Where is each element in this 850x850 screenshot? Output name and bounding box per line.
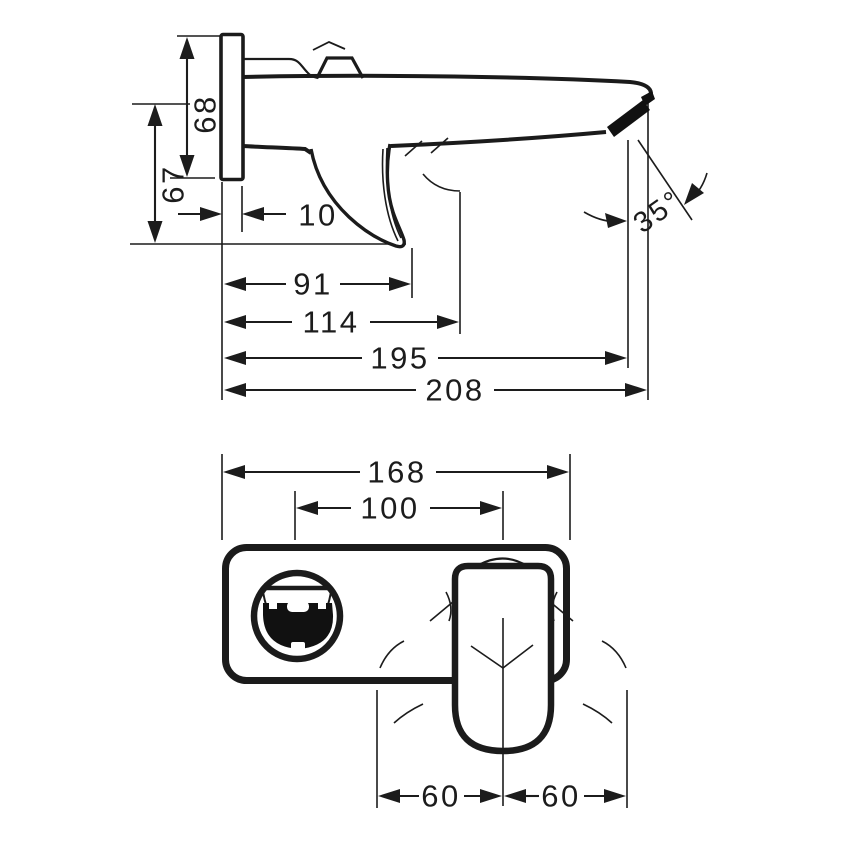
side-extension-lines xyxy=(130,35,649,400)
arrowhead xyxy=(389,277,411,291)
dimension-60-left: 60 xyxy=(378,779,502,814)
arrowhead xyxy=(625,383,647,397)
handle-direction-caret xyxy=(312,41,346,51)
leader-arc xyxy=(422,173,461,192)
arrowhead xyxy=(179,37,195,59)
arrowhead xyxy=(242,207,264,221)
swing-arc xyxy=(379,640,405,669)
handle-highlight-line xyxy=(381,148,399,242)
handle-highlight-line xyxy=(385,147,402,239)
spray-v-mark xyxy=(470,644,534,669)
dim-91-label: 91 xyxy=(293,267,332,302)
arrowhead xyxy=(684,183,704,205)
spout-outlet-dark xyxy=(263,603,334,649)
arrowhead xyxy=(223,465,245,479)
arrowhead xyxy=(605,351,627,365)
dim-100-label: 100 xyxy=(360,491,419,526)
front-view: 168 100 xyxy=(221,454,628,814)
dim-168-label: 168 xyxy=(367,455,426,490)
outlet-corner-notch xyxy=(269,602,277,609)
arrowhead xyxy=(437,315,459,329)
swing-corner-arc xyxy=(445,591,452,622)
dim-60-right-label: 60 xyxy=(541,779,580,814)
arrowhead xyxy=(604,789,626,803)
front-extension-lines xyxy=(221,454,628,808)
dimension-91: 91 xyxy=(224,267,411,302)
angle-reference-line xyxy=(637,139,693,221)
dimension-100: 100 xyxy=(296,491,502,526)
dim-114-label: 114 xyxy=(303,305,360,340)
arrowhead xyxy=(480,501,502,515)
arrowhead xyxy=(224,351,246,365)
arrowhead xyxy=(224,277,246,291)
spout-bottom-edge-left xyxy=(242,144,313,155)
dimension-67: 67 xyxy=(147,104,191,243)
dim-67-label: 67 xyxy=(156,164,191,203)
arrowhead xyxy=(147,221,163,243)
dimension-60-right: 60 xyxy=(504,779,626,814)
arrowhead xyxy=(504,789,526,803)
outlet-bottom-notch xyxy=(291,642,305,651)
arrowhead xyxy=(296,501,318,515)
arrowhead xyxy=(224,383,246,397)
handle-lever-fill xyxy=(311,144,405,247)
outlet-corner-notch xyxy=(318,602,326,609)
dim-68-label: 68 xyxy=(188,94,223,133)
dimension-68: 68 xyxy=(179,37,223,177)
dim-60-left-label: 60 xyxy=(421,779,460,814)
angle-35: 35° xyxy=(583,139,708,240)
arrowhead xyxy=(224,315,246,329)
handle-knob-side xyxy=(315,56,365,79)
swing-arc xyxy=(393,703,424,724)
swing-arc xyxy=(582,703,613,724)
side-view: 68 67 10 91 114 xyxy=(130,32,708,408)
dim-195-label: 195 xyxy=(370,341,429,376)
handle-front xyxy=(451,562,555,806)
dim-35deg-label: 35° xyxy=(628,184,688,240)
arrowhead xyxy=(605,213,627,228)
dimension-114: 114 xyxy=(224,305,459,340)
spout-bottom-edge-right xyxy=(390,130,607,148)
spout-top-edge xyxy=(242,73,654,103)
wall-plate-side xyxy=(219,32,245,182)
pivot-tick xyxy=(404,140,423,157)
arrowhead xyxy=(147,104,163,126)
arrowhead xyxy=(179,155,195,177)
aerator-notch xyxy=(641,91,655,106)
dim-208-label: 208 xyxy=(425,373,484,408)
dimension-10: 10 xyxy=(178,198,337,233)
arrowhead xyxy=(480,789,502,803)
dim-10-label: 10 xyxy=(298,198,337,233)
pivot-tick xyxy=(430,137,449,154)
faucet-side-profile xyxy=(219,32,655,249)
arrowhead xyxy=(378,789,400,803)
arrowhead xyxy=(200,207,222,221)
arrowhead xyxy=(547,465,569,479)
dimension-168: 168 xyxy=(223,455,569,490)
swing-arc xyxy=(601,640,627,669)
dimension-208: 208 xyxy=(224,373,647,408)
aerator-highlight xyxy=(287,601,309,612)
dimension-195: 195 xyxy=(224,341,627,376)
aerator-band xyxy=(607,100,650,137)
